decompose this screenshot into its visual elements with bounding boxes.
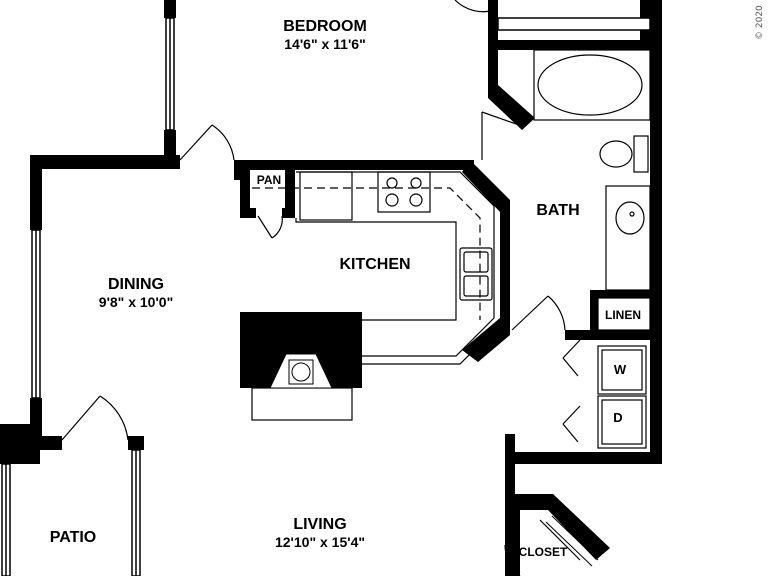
- room-label-kitchen: KITCHEN: [320, 256, 430, 274]
- door-laundry-2: [562, 405, 581, 425]
- door-linen-hall: [511, 295, 549, 331]
- wall-block-patio: [0, 424, 40, 464]
- walls: [0, 0, 662, 576]
- wall-pantry-left: [240, 165, 250, 218]
- wall-kitchen-left: [234, 160, 244, 180]
- toilet-bowl: [599, 140, 633, 168]
- island-seating: [251, 387, 353, 421]
- pan-name: PAN: [256, 173, 282, 187]
- door-pantry: [257, 215, 273, 239]
- washer-label: W: [610, 362, 630, 378]
- wall-dining-top: [30, 155, 180, 169]
- wall-kitchen-top: [234, 160, 474, 170]
- washer-letter: W: [613, 362, 627, 377]
- copyright-text: © 2020: [755, 5, 765, 40]
- room-label-closet: CLOSET: [516, 545, 570, 560]
- doors: [61, 0, 581, 576]
- dryer-label: D: [608, 410, 628, 426]
- wall-closet-left: [505, 434, 515, 504]
- bathtub: [533, 49, 651, 121]
- door-dining: [179, 124, 213, 161]
- linen-shelf: [597, 297, 651, 331]
- wall-laundry-top: [565, 330, 655, 340]
- room-label-linen: LINEN: [600, 308, 646, 323]
- wall-patio-stub: [40, 436, 62, 450]
- door-bath: [481, 111, 523, 127]
- vanity: [605, 185, 651, 291]
- door-laundry-1: [562, 339, 581, 359]
- closet-shelf: [545, 515, 599, 567]
- counter-outline: [296, 171, 495, 357]
- windows: [1, 17, 651, 576]
- wall-linen-top: [590, 290, 652, 298]
- room-label-living: LIVING 12'10" x 15'4": [245, 516, 395, 550]
- room-label-pan: PAN: [252, 173, 286, 188]
- wall-right-outer: [650, 0, 662, 464]
- kitchen-sink: [459, 247, 493, 301]
- wall-kitchen-diagonal-bottom: [462, 318, 510, 362]
- door-closet: [504, 544, 521, 576]
- wall-pantry-bottom-l: [240, 208, 256, 218]
- wall-pantry-right: [285, 165, 295, 218]
- bath-name: BATH: [536, 202, 580, 219]
- kitchen-counters: [251, 171, 501, 421]
- door-bedroom-top: [454, 0, 496, 13]
- laundry: [597, 297, 651, 449]
- bedroom-name: BEDROOM: [283, 18, 367, 35]
- bath-sink: [615, 201, 645, 235]
- fireplace: [240, 312, 362, 389]
- wall-kitchen-right: [500, 200, 510, 325]
- wall-bedroom-left: [164, 0, 176, 18]
- door-patio: [61, 395, 101, 441]
- dining-name: DINING: [108, 276, 164, 293]
- linen-name: LINEN: [605, 308, 641, 322]
- wall-linen-left: [590, 290, 598, 330]
- dryer-letter: D: [613, 410, 623, 425]
- upper-cabinet-dash: [252, 187, 481, 320]
- window-bedroom-right: [497, 17, 651, 31]
- wall-closet-outer: [505, 494, 610, 576]
- dryer: [597, 395, 647, 449]
- wall-bedroom-left-low: [164, 130, 176, 169]
- room-label-bedroom: BEDROOM 14'6" x 11'6": [255, 18, 395, 52]
- wall-bath-top: [488, 40, 660, 50]
- range: [377, 171, 431, 213]
- bath-fixtures: [533, 49, 651, 291]
- bedroom-dims: 14'6" x 11'6": [284, 36, 366, 53]
- wall-patio-right: [128, 436, 144, 450]
- room-label-dining: DINING 9'8" x 10'0": [66, 276, 206, 310]
- closet-name: CLOSET: [518, 545, 568, 559]
- wall-kitchen-diagonal-top: [462, 160, 510, 212]
- wall-bath-diagonal: [488, 85, 535, 130]
- refrigerator: [299, 171, 353, 221]
- wall-dining-left-top: [30, 155, 42, 230]
- dining-dims: 9'8" x 10'0": [98, 294, 174, 311]
- toilet-tank: [633, 135, 649, 173]
- wall-bath-left-top: [488, 0, 498, 95]
- kitchen-name: KITCHEN: [339, 256, 411, 273]
- room-label-patio: PATIO: [38, 529, 108, 547]
- living-dims: 12'10" x 15'4": [274, 534, 365, 551]
- patio-name: PATIO: [49, 529, 97, 546]
- wall-laundry-bottom: [512, 452, 662, 464]
- room-label-bath: BATH: [528, 202, 588, 220]
- wall-pantry-bottom-r: [282, 208, 295, 218]
- washer: [597, 345, 647, 395]
- living-name: LIVING: [293, 516, 347, 533]
